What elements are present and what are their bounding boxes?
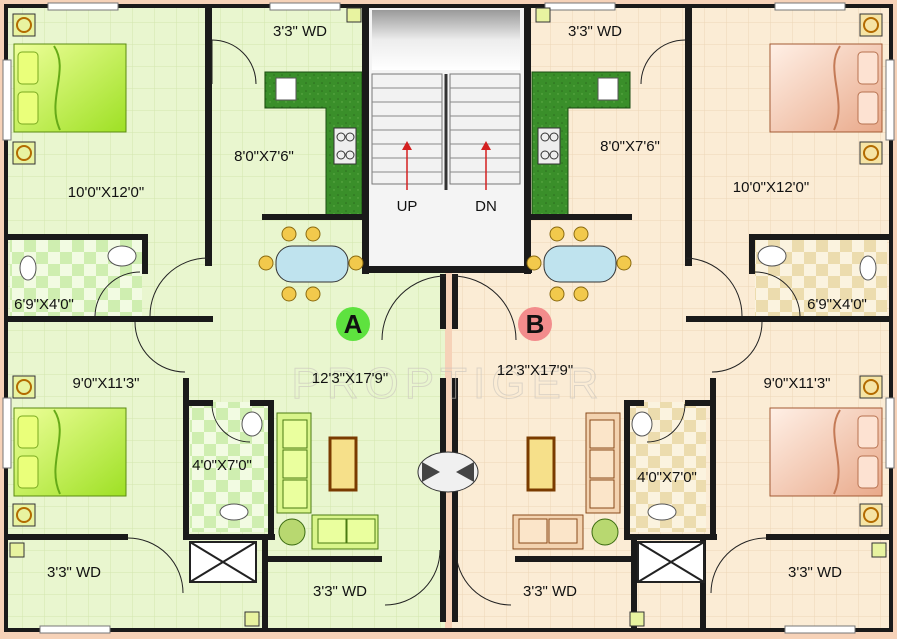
unit-b-living-label: 12'3"X17'9"	[497, 362, 573, 379]
ducts	[189, 541, 705, 583]
sink-icon	[275, 77, 297, 101]
washbasin-icon	[631, 411, 653, 437]
unit-a-bed1	[12, 13, 127, 165]
lift-icon	[417, 451, 479, 493]
unit-b-badge: B	[518, 307, 552, 341]
stove-icon	[537, 127, 561, 165]
toilet-icon	[859, 255, 877, 281]
toilet-icon	[19, 255, 37, 281]
sanitary-fixtures	[19, 245, 877, 521]
washbasin-icon	[757, 245, 787, 267]
unit-b-bedroom1-label: 10'0"X12'0"	[733, 179, 809, 196]
unit-b-wardrobe-bottom-right-label: 3'3" WD	[788, 564, 842, 581]
unit-a-wardrobe-bottom-left-label: 3'3" WD	[47, 564, 101, 581]
plant-icon	[278, 518, 306, 546]
outer-wall	[4, 4, 893, 632]
staircase: UP DN	[365, 8, 525, 270]
washbasin-icon	[107, 245, 137, 267]
wardrobe-shelf-icons	[9, 7, 887, 627]
svg-text:A: A	[344, 309, 363, 339]
unit-a-toilet1-label: 6'9"X4'0"	[14, 296, 74, 313]
unit-b-toilet2-label: 4'0"X7'0"	[637, 469, 697, 486]
plant-icon	[591, 518, 619, 546]
unit-a-wardrobe-bottom-label: 3'3" WD	[313, 583, 367, 600]
watermark: PROPTIGER	[291, 359, 604, 408]
stove-icon	[333, 127, 357, 165]
down-arrow-icon	[481, 141, 491, 190]
stair-down-label: DN	[475, 198, 497, 215]
unit-a-dining-table	[258, 226, 364, 302]
unit-b-wardrobe-bottom-label: 3'3" WD	[523, 583, 577, 600]
unit-a-toilet2-label: 4'0"X7'0"	[192, 457, 252, 474]
up-arrow-icon	[402, 141, 412, 190]
unit-a-kitchen-label: 8'0"X7'6"	[234, 148, 294, 165]
unit-a-sofa	[276, 412, 379, 550]
stair-up-label: UP	[397, 198, 418, 215]
unit-b-bed2	[769, 375, 883, 527]
unit-b-kitchen-counter	[531, 71, 631, 216]
unit-a-bedroom2-label: 9'0"X11'3"	[73, 375, 140, 392]
unit-a-wardrobe-top-label: 3'3" WD	[273, 23, 327, 40]
doors	[94, 39, 801, 606]
unit-a-badge: A	[336, 307, 370, 341]
sink-icon	[597, 77, 619, 101]
unit-a-living-label: 12'3"X17'9"	[312, 370, 388, 387]
washbasin-icon	[241, 411, 263, 437]
toilet-icon	[219, 503, 249, 521]
unit-b-wardrobe-top-label: 3'3" WD	[568, 23, 622, 40]
unit-a-bedroom1-label: 10'0"X12'0"	[68, 184, 144, 201]
svg-text:B: B	[526, 309, 545, 339]
unit-b-bed1	[769, 13, 883, 165]
unit-a-bed2	[12, 375, 127, 527]
unit-b-sofa	[512, 412, 621, 550]
walls	[8, 8, 889, 628]
unit-b-bedroom2-label: 9'0"X11'3"	[764, 375, 831, 392]
toilet-icon	[647, 503, 677, 521]
unit-b-dining-table	[526, 226, 632, 302]
unit-b-toilet1-label: 6'9"X4'0"	[807, 296, 867, 313]
unit-b-kitchen-label: 8'0"X7'6"	[600, 138, 660, 155]
